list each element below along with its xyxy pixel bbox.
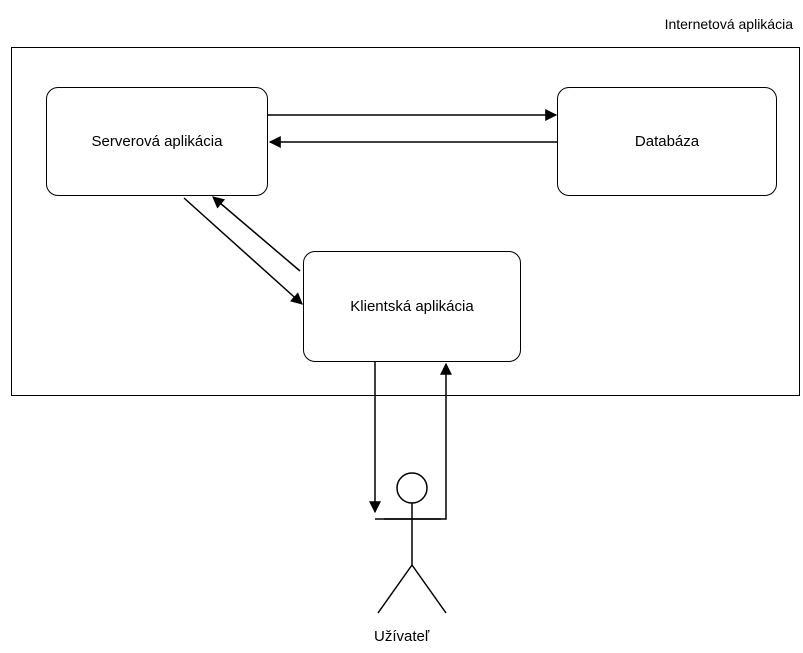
server-application-node: Serverová aplikácia	[46, 87, 268, 196]
edge-server-to-client	[183, 197, 303, 305]
edge-client-to-server	[212, 196, 301, 272]
user-actor-label: Užívateľ	[374, 628, 430, 645]
database-node: Databáza	[557, 87, 777, 196]
container-label: Internetová aplikácia	[664, 16, 793, 32]
database-label: Databáza	[634, 133, 700, 150]
client-application-node: Klientská aplikácia	[303, 251, 521, 362]
internet-application-boundary	[11, 47, 800, 396]
user-actor-icon	[377, 472, 447, 614]
server-application-label: Serverová aplikácia	[91, 133, 223, 150]
client-application-label: Klientská aplikácia	[350, 298, 474, 315]
